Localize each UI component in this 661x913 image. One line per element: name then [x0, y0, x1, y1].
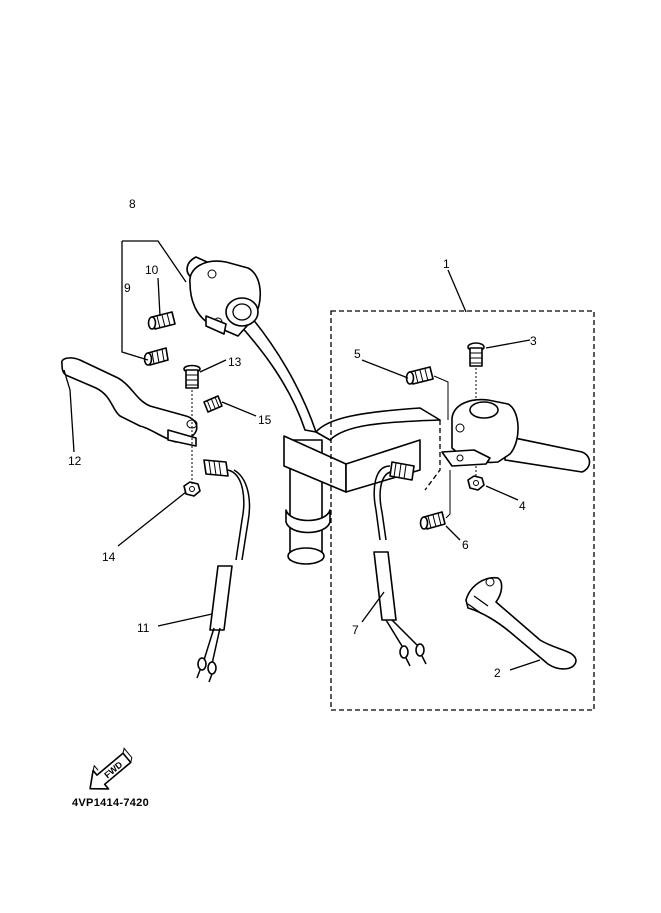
fwd-arrow-icon: FWD: [89, 747, 133, 790]
right-switch-wire: [373, 461, 427, 667]
left-handlebar-switch: [189, 260, 261, 337]
screw-6: [419, 470, 451, 530]
right-lever: [465, 576, 577, 670]
callout-11: 11: [137, 621, 150, 635]
assembly-box-outline: [330, 310, 595, 711]
callout-10: 10: [145, 263, 159, 277]
callout-12: 12: [68, 454, 82, 468]
screw-3: [467, 342, 485, 400]
callout-9: 9: [124, 281, 131, 295]
screw-9: [143, 347, 169, 366]
callout-2: 2: [494, 666, 501, 680]
callout-1: 1: [443, 257, 450, 271]
callout-8: 8: [129, 197, 136, 211]
leader-lines: [63, 240, 541, 671]
callout-7: 7: [352, 623, 359, 637]
callout-5: 5: [354, 347, 361, 361]
callout-4: 4: [519, 499, 526, 513]
right-handlebar-switch: [441, 398, 519, 467]
left-lever: [60, 357, 198, 447]
callout-15: 15: [258, 413, 272, 427]
spring-15: [203, 395, 223, 413]
callout-14: 14: [102, 550, 116, 564]
diagram-code: 4VP1414-7420: [72, 797, 149, 809]
callout-3: 3: [530, 334, 537, 348]
left-switch-wire: [196, 459, 251, 683]
bolt-13: [183, 364, 201, 389]
callout-6: 6: [462, 538, 469, 552]
callout-13: 13: [228, 355, 242, 369]
screw-5: [405, 366, 449, 420]
nut-4: [467, 466, 485, 491]
nut-14: [183, 481, 201, 497]
handlebar: [186, 256, 591, 565]
screw-10: [147, 311, 176, 330]
